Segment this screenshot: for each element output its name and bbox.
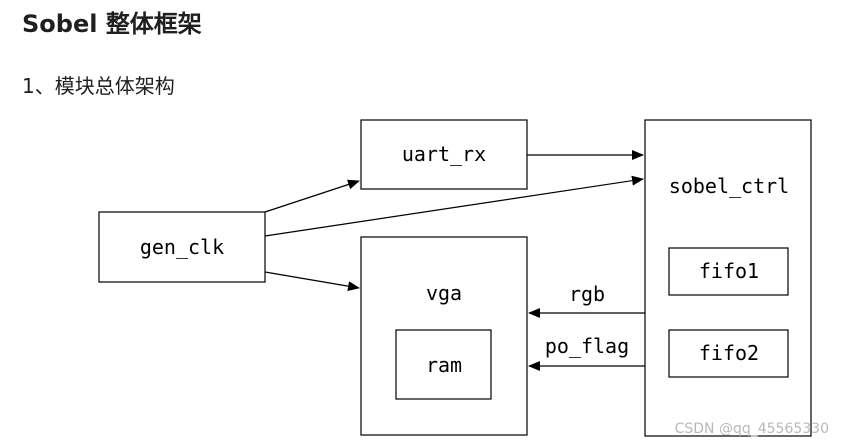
signal-label-po-flag: po_flag bbox=[545, 334, 629, 358]
fifo2-label: fifo2 bbox=[699, 341, 759, 365]
fifo1-box bbox=[668, 247, 789, 296]
arrow-gen-clk-to-sobel-ctrl bbox=[264, 175, 644, 237]
vga-label: vga bbox=[426, 281, 462, 305]
uart-rx-box bbox=[360, 119, 528, 190]
uart-rx-label: uart_rx bbox=[402, 142, 486, 166]
ram-box bbox=[395, 329, 492, 400]
section-heading: 1、模块总体架构 bbox=[22, 74, 175, 98]
ram-label: ram bbox=[426, 353, 462, 377]
arrow-gen-clk-to-uart-rx bbox=[264, 179, 360, 213]
sobel-ctrl-label: sobel_ctrl bbox=[669, 174, 789, 198]
fifo1-label: fifo1 bbox=[699, 259, 759, 283]
page-title: Sobel 整体框架 bbox=[22, 10, 202, 38]
gen-clk-label: gen_clk bbox=[140, 235, 224, 259]
signal-label-rgb: rgb bbox=[569, 282, 605, 306]
fifo2-box bbox=[668, 329, 789, 378]
watermark: CSDN @qq_45565330 bbox=[674, 421, 829, 437]
arrow-gen-clk-to-vga bbox=[264, 271, 360, 292]
gen-clk-box bbox=[98, 211, 266, 283]
